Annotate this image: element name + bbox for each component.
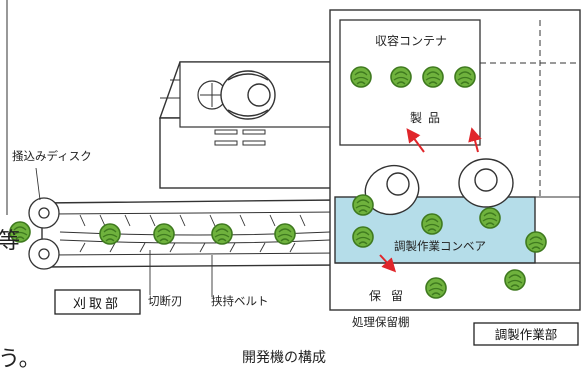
worker-figure-left: [364, 164, 420, 216]
prep-section-box: 調製作業部: [473, 322, 579, 346]
edge-text-2: う。: [0, 347, 41, 371]
harvest-conveyor: [41, 199, 339, 268]
gathering-discs: [28, 197, 60, 270]
worker-figure-right: [458, 158, 514, 208]
harvest-section-box: 刈取部: [54, 289, 141, 315]
figure-caption: 開発機の構成: [242, 350, 326, 366]
product-label: 製品: [410, 111, 446, 125]
hold-label: 保留: [369, 289, 413, 303]
harvest-section-label: 刈取部: [73, 297, 121, 312]
holding-belt-label: 挟持ベルト: [211, 294, 269, 308]
disc-label: 掻込みディスク: [12, 149, 92, 163]
container-area: [329, 9, 581, 311]
driver-figure: [220, 70, 276, 120]
edge-text-1: 等: [0, 229, 20, 254]
flow-arrows: [379, 127, 482, 273]
conveyor-label: 調製作業コンベア: [394, 239, 486, 253]
container-label: 収容コンテナ: [375, 33, 447, 48]
processing-shelf-label: 処理保留棚: [352, 315, 410, 329]
prep-section-label: 調製作業部: [495, 327, 558, 342]
cutting-blade-label: 切断刃: [148, 294, 183, 308]
